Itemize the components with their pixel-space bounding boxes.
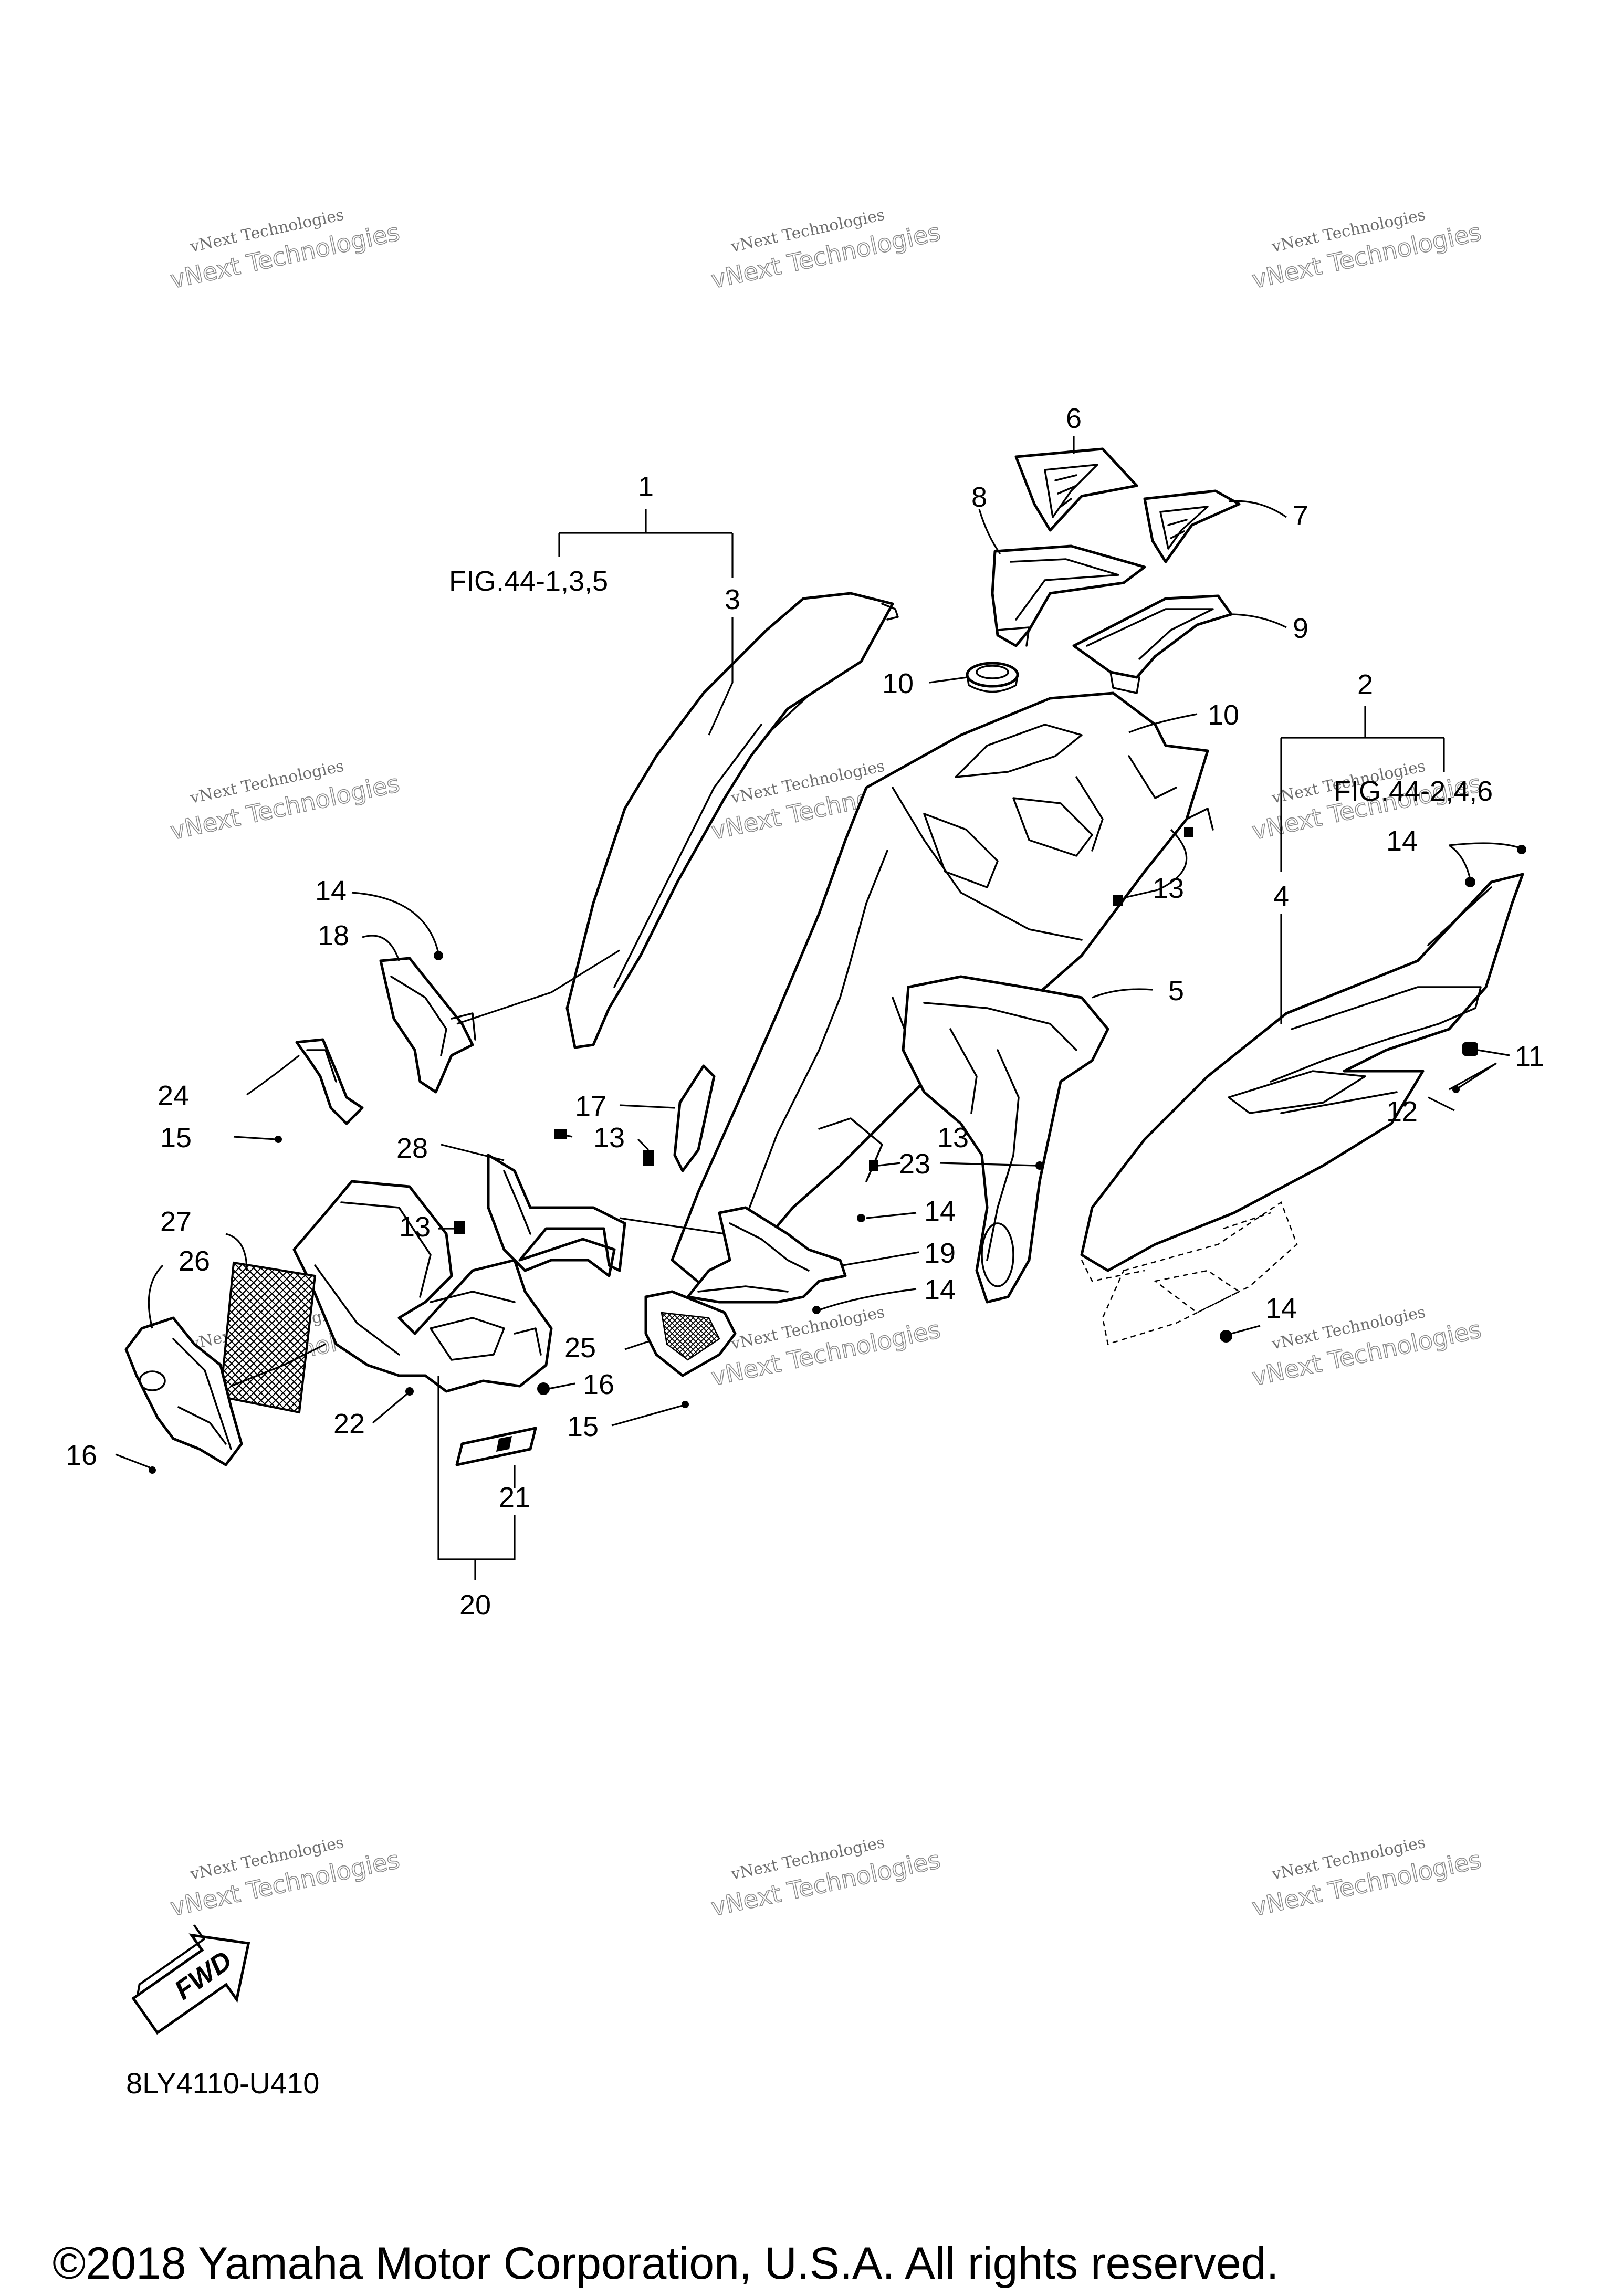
part-27-mesh-screen: [219, 1261, 317, 1414]
fastener-14: [857, 1214, 865, 1222]
callout-14: 14: [924, 1274, 956, 1306]
callout-1: 1: [638, 471, 654, 502]
callout-28: 28: [396, 1133, 428, 1164]
callout-26: 26: [179, 1245, 210, 1277]
part-8-left-duct: [991, 544, 1146, 647]
part-24-bracket: [295, 1038, 364, 1125]
part-28-inner-panel: [487, 1154, 626, 1277]
part-26-lower-side-cover: [124, 1316, 243, 1466]
fastener-15: [682, 1401, 689, 1408]
callout-7: 7: [1293, 500, 1308, 531]
fastener-14: [1220, 1330, 1232, 1343]
callouts: 1 2 3 4 5 6 7 8 9 10 10 11 12 13 13 13 1…: [66, 403, 1544, 1621]
part-9-right-duct: [1072, 594, 1233, 694]
callout-9: 9: [1293, 613, 1308, 644]
part-25-mesh-panel: [644, 1290, 737, 1377]
callout-10: 10: [882, 668, 914, 699]
part-20-lower-cowl: [292, 1180, 553, 1393]
part-6-upper-vent: [1014, 447, 1138, 532]
callout-11: 11: [1515, 1041, 1544, 1072]
callout-13: 13: [593, 1122, 625, 1154]
part-4-hidden-outline: [1081, 1201, 1298, 1345]
callout-13: 13: [399, 1211, 431, 1243]
callout-6: 6: [1066, 403, 1082, 434]
watermark: vNext Technologies vNext Technologies: [708, 1833, 944, 1922]
fastener-22: [405, 1387, 414, 1396]
watermark: vNext Technologies vNext Technologies: [708, 206, 944, 295]
callout-14: 14: [315, 875, 347, 907]
fastener-13: [1184, 827, 1193, 837]
callout-22: 22: [333, 1408, 365, 1440]
fastener-16: [537, 1382, 550, 1395]
part-21-plate: [455, 1427, 537, 1466]
callout-15: 15: [567, 1411, 599, 1442]
callout-17: 17: [575, 1091, 606, 1122]
callout-14: 14: [1265, 1293, 1297, 1324]
part-4-right-side-panel: [1080, 873, 1524, 1272]
callout-5: 5: [1168, 975, 1184, 1007]
fwd-arrow-icon: FWD: [131, 1924, 250, 2035]
copyright-text: ©2018 Yamaha Motor Corporation, U.S.A. A…: [53, 2238, 1279, 2289]
fastener-16: [149, 1466, 156, 1474]
callout-25: 25: [564, 1332, 596, 1364]
callout-2: 2: [1357, 669, 1373, 700]
fastener-13: [643, 1150, 654, 1166]
leader-lines: [115, 436, 1521, 1580]
callout-19: 19: [924, 1238, 956, 1269]
callout-27: 27: [160, 1206, 192, 1238]
callout-12: 12: [1386, 1096, 1418, 1127]
callout-23: 23: [899, 1148, 930, 1180]
fastener-14: [434, 951, 443, 960]
fastener-23: [1035, 1161, 1044, 1170]
fastener-14: [1465, 877, 1475, 887]
fastener-14: [1517, 845, 1526, 854]
diagram-code: 8LY4110-U410: [126, 2067, 320, 2100]
callout-18: 18: [318, 920, 349, 951]
callout-16: 16: [583, 1369, 614, 1400]
callout-8: 8: [971, 481, 987, 513]
callout-14: 14: [924, 1196, 956, 1227]
part-7-right-vent: [1143, 489, 1241, 563]
part-19-bracket: [686, 1206, 847, 1304]
fastener-11: [1462, 1042, 1478, 1056]
callout-14: 14: [1386, 825, 1418, 857]
watermark: vNext Technologies vNext Technologies: [1249, 206, 1484, 295]
part-10-grommet-left: [966, 662, 1019, 693]
watermark: vNext Technologies vNext Technologies: [167, 1833, 403, 1922]
fastener-13: [869, 1160, 878, 1171]
watermark: vNext Technologies vNext Technologies: [1249, 1833, 1484, 1922]
fastener-13: [454, 1221, 465, 1234]
callout-16: 16: [66, 1440, 97, 1471]
part-3-left-side-panel: [565, 592, 899, 1049]
callout-20: 20: [459, 1589, 491, 1621]
figure-ref-right: FIG.44-2,4,6: [1334, 775, 1493, 807]
fastener-14: [812, 1306, 821, 1314]
callout-4: 4: [1273, 880, 1289, 912]
callout-10: 10: [1208, 699, 1239, 731]
watermark: vNext Technologies vNext Technologies: [167, 757, 403, 846]
fastener-15: [275, 1136, 282, 1143]
callout-24: 24: [158, 1080, 189, 1112]
watermark: vNext Technologies vNext Technologies: [167, 206, 403, 295]
callout-15: 15: [160, 1122, 192, 1154]
callout-13: 13: [937, 1122, 969, 1154]
fastener-13: [1113, 895, 1123, 906]
callout-3: 3: [725, 584, 740, 615]
part-18-bracket: [379, 957, 476, 1094]
watermark: vNext Technologies vNext Technologies: [708, 1303, 944, 1392]
part-5-lower-cover: [902, 975, 1109, 1304]
figure-ref-left: FIG.44-1,3,5: [449, 565, 608, 597]
part-17-lower-strip: [673, 1064, 716, 1172]
callout-21: 21: [499, 1482, 530, 1513]
callout-13: 13: [1153, 873, 1184, 904]
